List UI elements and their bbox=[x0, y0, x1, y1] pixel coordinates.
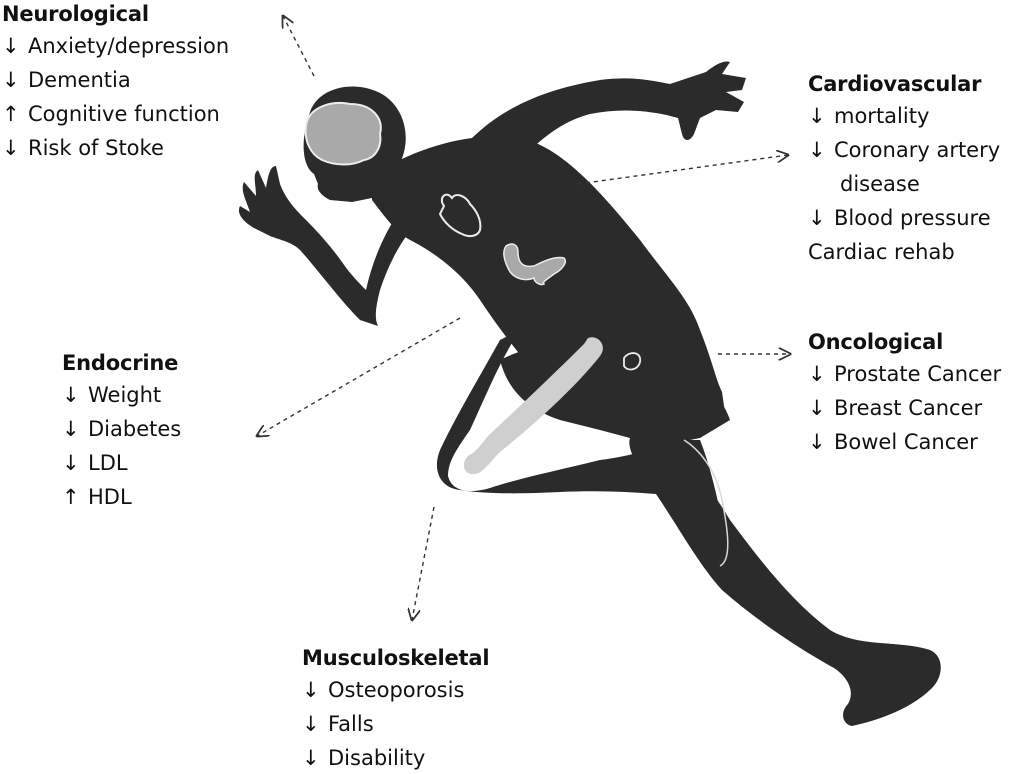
list-item: ↑ Cognitive function bbox=[2, 97, 229, 131]
shin-outline bbox=[683, 439, 729, 567]
musculoskeletal-panel: Musculoskeletal ↓ Osteoporosis ↓ Falls ↓ Di… bbox=[302, 643, 490, 774]
item-text: LDL bbox=[88, 451, 128, 475]
musculoskeletal-list: ↓ Osteoporosis ↓ Falls ↓ Disability bbox=[302, 673, 489, 774]
oncological-panel: Oncological ↓ Prostate Cancer ↓ Breast Can… bbox=[808, 327, 1001, 459]
cardiovascular-title: Cardiovascular bbox=[808, 72, 982, 96]
down-arrow-icon: ↓ bbox=[808, 104, 826, 128]
list-item: ↓ mortality bbox=[808, 99, 1000, 133]
down-arrow-icon: ↓ bbox=[2, 68, 20, 92]
neurological-list: ↓ Anxiety/depression ↓ Dementia ↑ Cognitive… bbox=[2, 29, 229, 165]
down-arrow-icon: ↓ bbox=[808, 362, 826, 386]
femur-bone bbox=[463, 337, 603, 475]
connector-arrows bbox=[257, 16, 790, 620]
endocrine-list: ↓ Weight ↓ Diabetes ↓ LDL ↑ HDL bbox=[62, 378, 181, 514]
cardiovascular-list: ↓ mortality ↓ Coronary artery disease ↓ Blo… bbox=[808, 99, 1000, 269]
item-text: Risk of Stoke bbox=[28, 136, 164, 160]
item-text: Diabetes bbox=[88, 417, 182, 441]
down-arrow-icon: ↓ bbox=[808, 396, 826, 420]
list-item: ↓ LDL bbox=[62, 446, 181, 480]
down-arrow-icon: ↓ bbox=[302, 712, 320, 736]
list-item: ↓ Anxiety/depression bbox=[2, 29, 229, 63]
item-text: Coronary artery bbox=[834, 138, 1001, 162]
prostate-shape bbox=[623, 352, 642, 371]
up-arrow-icon: ↑ bbox=[62, 485, 80, 509]
list-item: ↓ Blood pressure bbox=[808, 201, 1000, 235]
down-arrow-icon: ↓ bbox=[808, 430, 826, 454]
list-item: ↑ HDL bbox=[62, 480, 181, 514]
item-text: Weight bbox=[88, 383, 162, 407]
item-text: Prostate Cancer bbox=[834, 362, 1002, 386]
up-arrow-icon: ↑ bbox=[2, 102, 20, 126]
arrow-to-endocrine bbox=[257, 317, 461, 436]
list-item: ↓ Diabetes bbox=[62, 412, 181, 446]
down-arrow-icon: ↓ bbox=[62, 417, 80, 441]
down-arrow-icon: ↓ bbox=[2, 34, 20, 58]
neurological-title: Neurological bbox=[2, 2, 149, 26]
arrow-to-musculoskeletal bbox=[412, 506, 435, 620]
oncological-list: ↓ Prostate Cancer ↓ Breast Cancer ↓ Bowel C… bbox=[808, 357, 1001, 459]
list-item: disease bbox=[808, 167, 1000, 201]
runner-hips bbox=[500, 339, 730, 446]
brain-shape bbox=[304, 102, 382, 166]
down-arrow-icon: ↓ bbox=[302, 746, 320, 770]
item-text: Osteoporosis bbox=[328, 678, 465, 702]
list-item: ↓ Dementia bbox=[2, 63, 229, 97]
list-item: ↓ Risk of Stoke bbox=[2, 131, 229, 165]
down-arrow-icon: ↓ bbox=[62, 451, 80, 475]
list-item: ↓ Disability bbox=[302, 741, 489, 774]
item-text: Anxiety/depression bbox=[28, 34, 230, 58]
list-item: ↓ Weight bbox=[62, 378, 181, 412]
cardiovascular-panel: Cardiovascular ↓ mortality ↓ Coronary arte… bbox=[808, 69, 1000, 269]
list-item: ↓ Breast Cancer bbox=[808, 391, 1001, 425]
list-item: ↓ Osteoporosis bbox=[302, 673, 489, 707]
list-item: ↓ Coronary artery bbox=[808, 133, 1000, 167]
heart-shape bbox=[438, 193, 482, 238]
item-text: Bowel Cancer bbox=[834, 430, 978, 454]
arrow-to-cardiovascular bbox=[577, 155, 788, 185]
musculoskeletal-title: Musculoskeletal bbox=[302, 646, 490, 670]
list-item: Cardiac rehab bbox=[808, 235, 1000, 269]
down-arrow-icon: ↓ bbox=[808, 206, 826, 230]
item-text: HDL bbox=[88, 485, 132, 509]
stomach-shape bbox=[503, 243, 566, 286]
down-arrow-icon: ↓ bbox=[2, 136, 20, 160]
runner-front-arm bbox=[238, 166, 420, 326]
down-arrow-icon: ↓ bbox=[62, 383, 80, 407]
down-arrow-icon: ↓ bbox=[302, 678, 320, 702]
down-arrow-icon: ↓ bbox=[808, 138, 826, 162]
list-item: ↓ Falls bbox=[302, 707, 489, 741]
endocrine-title: Endocrine bbox=[62, 351, 179, 375]
item-text: Cognitive function bbox=[28, 102, 220, 126]
item-text: Dementia bbox=[28, 68, 131, 92]
item-text: mortality bbox=[834, 104, 930, 128]
arrow-to-neurological bbox=[283, 16, 315, 77]
item-text: disease bbox=[840, 172, 920, 196]
list-item: ↓ Bowel Cancer bbox=[808, 425, 1001, 459]
item-text: Disability bbox=[328, 746, 426, 770]
runner-back-arm bbox=[470, 61, 746, 160]
item-text: Breast Cancer bbox=[834, 396, 983, 420]
neurological-panel: Neurological ↓ Anxiety/depression ↓ Dement… bbox=[2, 0, 229, 165]
item-text: Blood pressure bbox=[834, 206, 991, 230]
list-item: ↓ Prostate Cancer bbox=[808, 357, 1001, 391]
item-text: Falls bbox=[328, 712, 374, 736]
endocrine-panel: Endocrine ↓ Weight ↓ Diabetes ↓ LDL ↑ HDL bbox=[62, 348, 181, 514]
item-text: Cardiac rehab bbox=[808, 240, 955, 264]
runner-front-leg bbox=[436, 330, 728, 567]
oncological-title: Oncological bbox=[808, 330, 944, 354]
